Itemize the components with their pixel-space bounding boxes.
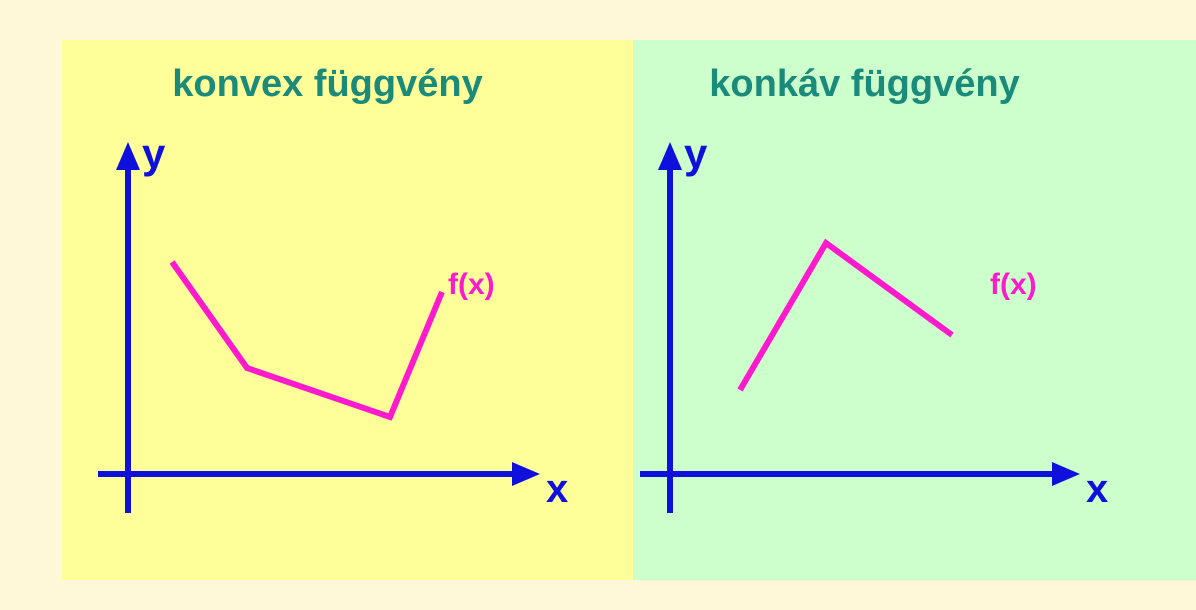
concave-y-axis-arrow — [658, 142, 682, 170]
concave-x-label: x — [1086, 467, 1108, 511]
convex-function-label: f(x) — [448, 268, 495, 301]
concave-curve — [737, 238, 954, 392]
convex-graph: y x f(x) — [98, 130, 568, 513]
convex-panel: konvex függvény — [62, 40, 633, 580]
convex-y-label: y — [142, 130, 166, 177]
concave-x-axis-arrow — [1052, 462, 1080, 486]
concave-graph: y x f(x) — [640, 130, 1108, 513]
concave-y-label: y — [684, 130, 708, 177]
convex-x-label: x — [546, 467, 568, 511]
convex-curve — [169, 260, 445, 421]
concave-panel: konkáv függvény — [633, 40, 1196, 580]
convex-y-axis-arrow — [116, 142, 140, 170]
concave-function-label: f(x) — [990, 268, 1037, 301]
concave-title: konkáv függvény — [709, 63, 1020, 105]
convex-title: konvex függvény — [172, 63, 483, 105]
convex-x-axis-arrow — [512, 462, 540, 486]
